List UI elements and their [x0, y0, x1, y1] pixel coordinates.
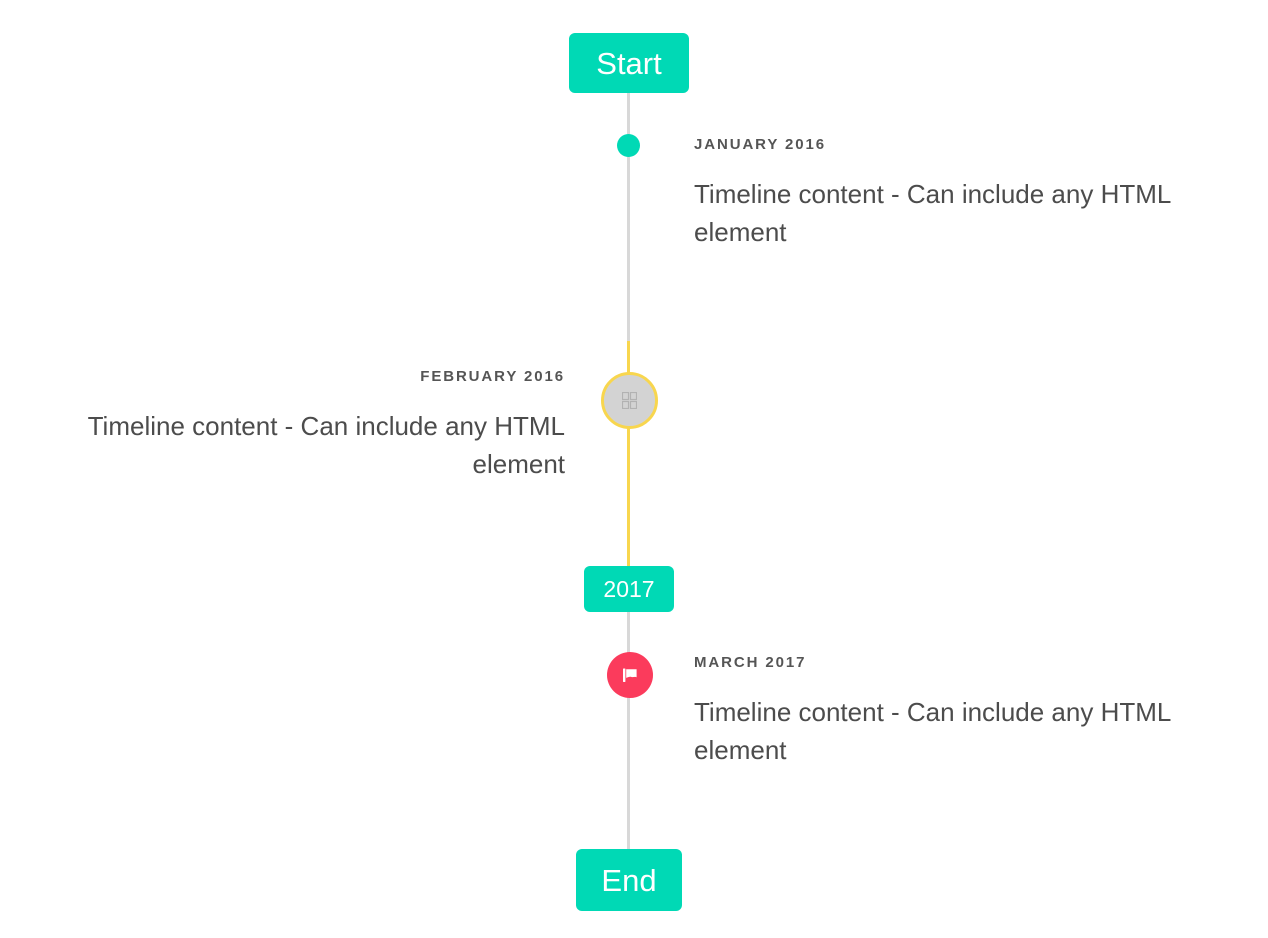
timeline-event-january: JANUARY 2016 Timeline content - Can incl…: [694, 136, 1234, 251]
event-body-text: Timeline content - Can include any HTML …: [694, 179, 1171, 247]
timeline-marker-february[interactable]: [601, 372, 658, 429]
timeline-line-segment-highlighted: [627, 341, 630, 569]
timeline-end-badge[interactable]: End: [576, 849, 682, 911]
timeline-line-segment-lower: [627, 612, 630, 852]
event-date-label: MARCH 2017: [694, 654, 807, 671]
event-body-text: Timeline content - Can include any HTML …: [694, 697, 1171, 765]
timeline-event-february: FEBRUARY 2016 Timeline content - Can inc…: [22, 368, 565, 483]
timeline-start-badge[interactable]: Start: [569, 33, 689, 93]
timeline-marker-march[interactable]: [607, 652, 653, 698]
flag-icon: [619, 664, 641, 686]
event-body-text: Timeline content - Can include any HTML …: [87, 411, 565, 479]
timeline-year-divider-badge[interactable]: 2017: [584, 566, 674, 612]
timeline-event-march: MARCH 2017 Timeline content - Can includ…: [694, 654, 1234, 769]
event-date-label: FEBRUARY 2016: [420, 368, 565, 385]
missing-glyph-icon: [622, 392, 637, 409]
timeline-line-segment-upper: [627, 93, 630, 349]
timeline-marker-january[interactable]: [617, 134, 640, 157]
event-date-label: JANUARY 2016: [694, 136, 827, 153]
